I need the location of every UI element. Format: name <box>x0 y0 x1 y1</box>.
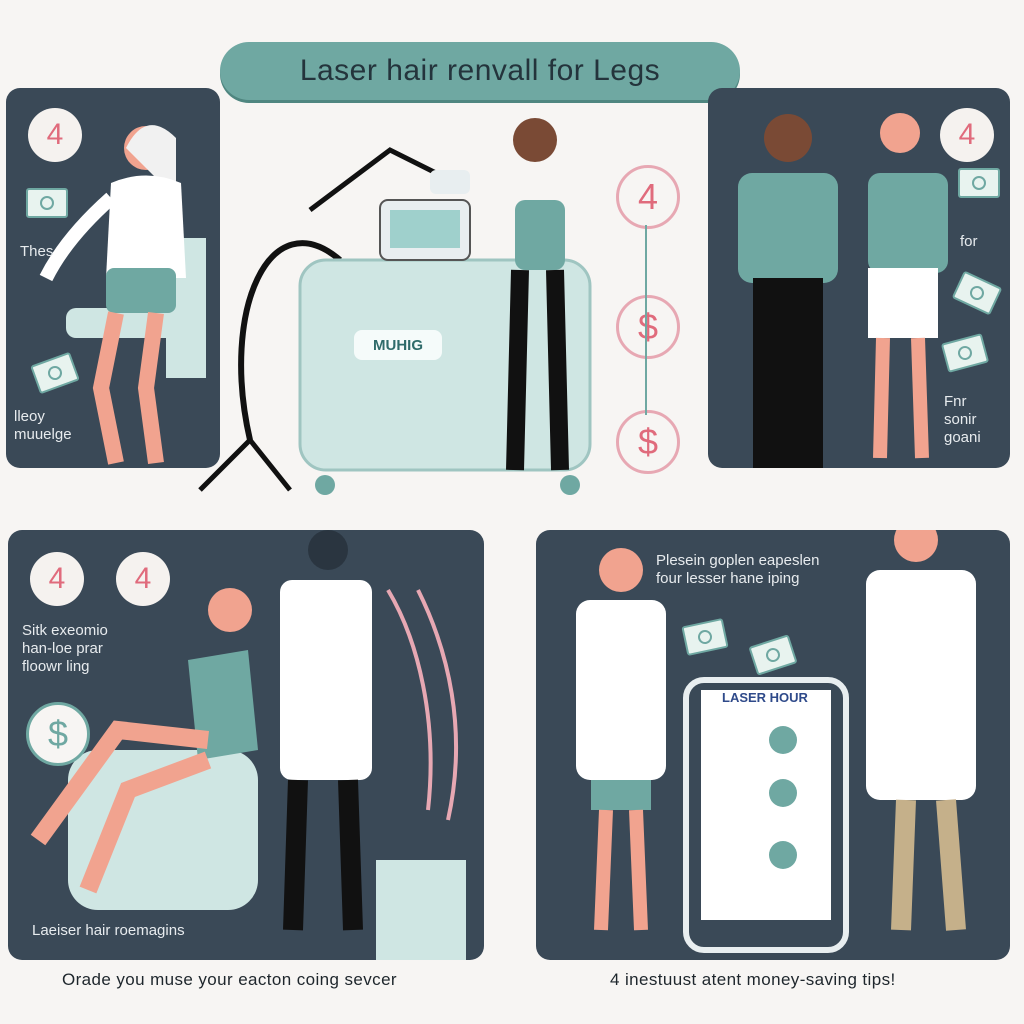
panel-text: Plesein goplen eapeslen four lesser hane… <box>656 552 820 587</box>
dollar-badge: $ <box>616 295 680 359</box>
badge-connector <box>645 225 647 415</box>
consultation-illustration <box>576 530 976 953</box>
panel-top-right: 4 for Fnr sonir goani <box>708 88 1010 468</box>
panel-text: Thes <box>20 243 54 260</box>
caption-left: Orade you muse your eacton coing sevcer <box>62 970 397 989</box>
money-icon <box>26 188 68 218</box>
caption-right: 4 inestuust atent money-saving tips! <box>610 970 896 989</box>
laser-machine-illustration <box>198 118 592 495</box>
count-badge: 4 <box>616 165 680 229</box>
count-bubble: 4 <box>116 552 170 606</box>
count-bubble: 4 <box>940 108 994 162</box>
panel-text: for <box>960 233 978 250</box>
board-label: LASER HOUR <box>722 690 808 705</box>
panel-top-left: 4 Thes lleoy muuelge <box>6 88 220 468</box>
panel-bottom-left: 4 4 Sitk exeomio han-loe prar floowr lin… <box>8 530 484 960</box>
title-banner: Laser hair renvall for Legs <box>220 42 740 100</box>
count-bubble: 4 <box>28 108 82 162</box>
panel-footer-label: Laeiser hair roemagins <box>32 922 185 939</box>
panel-text: Sitk exeomio han-loe prar floowr ling <box>22 622 108 675</box>
dollar-badge: $ <box>26 702 90 766</box>
count-bubble: 4 <box>30 552 84 606</box>
page-title: Laser hair renvall for Legs <box>299 54 661 87</box>
panel-text: Fnr sonir goani <box>944 393 981 446</box>
treatment-illustration <box>30 530 466 960</box>
machine-label: MUHIG <box>354 330 442 360</box>
panel-bottom-right: Plesein goplen eapeslen four lesser hane… <box>536 530 1010 960</box>
panel-text: lleoy muuelge <box>14 408 72 443</box>
dollar-badge: $ <box>616 410 680 474</box>
woman-seated-illustration <box>39 125 206 465</box>
money-icon <box>958 168 1000 198</box>
couple-illustration <box>738 113 948 468</box>
